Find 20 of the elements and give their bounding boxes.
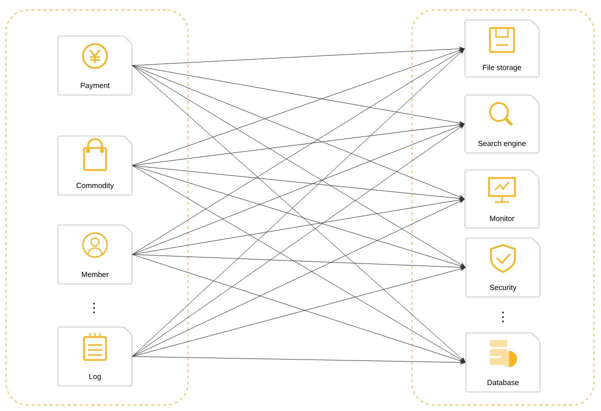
- arrow: [132, 122, 464, 166]
- arrow: [132, 48, 464, 166]
- arrow: [132, 65, 464, 126]
- arrow: [132, 198, 464, 255]
- arrow: [132, 199, 464, 357]
- arrow: [132, 165, 466, 268]
- arrow: [132, 124, 464, 255]
- arrow: [132, 266, 466, 357]
- dashed-group-frame: [6, 10, 188, 406]
- arrow: [132, 254, 466, 363]
- arrow: [132, 165, 464, 200]
- arrow: [132, 165, 466, 362]
- arrow: [132, 356, 466, 364]
- arrow: [132, 124, 464, 357]
- arrow: [132, 254, 466, 270]
- ellipsis-dots: ⋮: [93, 302, 95, 314]
- arrow: [132, 46, 464, 66]
- dashed-group-frame: [412, 10, 594, 406]
- arrow: [132, 65, 464, 199]
- ellipsis-dots: ⋮: [502, 312, 504, 322]
